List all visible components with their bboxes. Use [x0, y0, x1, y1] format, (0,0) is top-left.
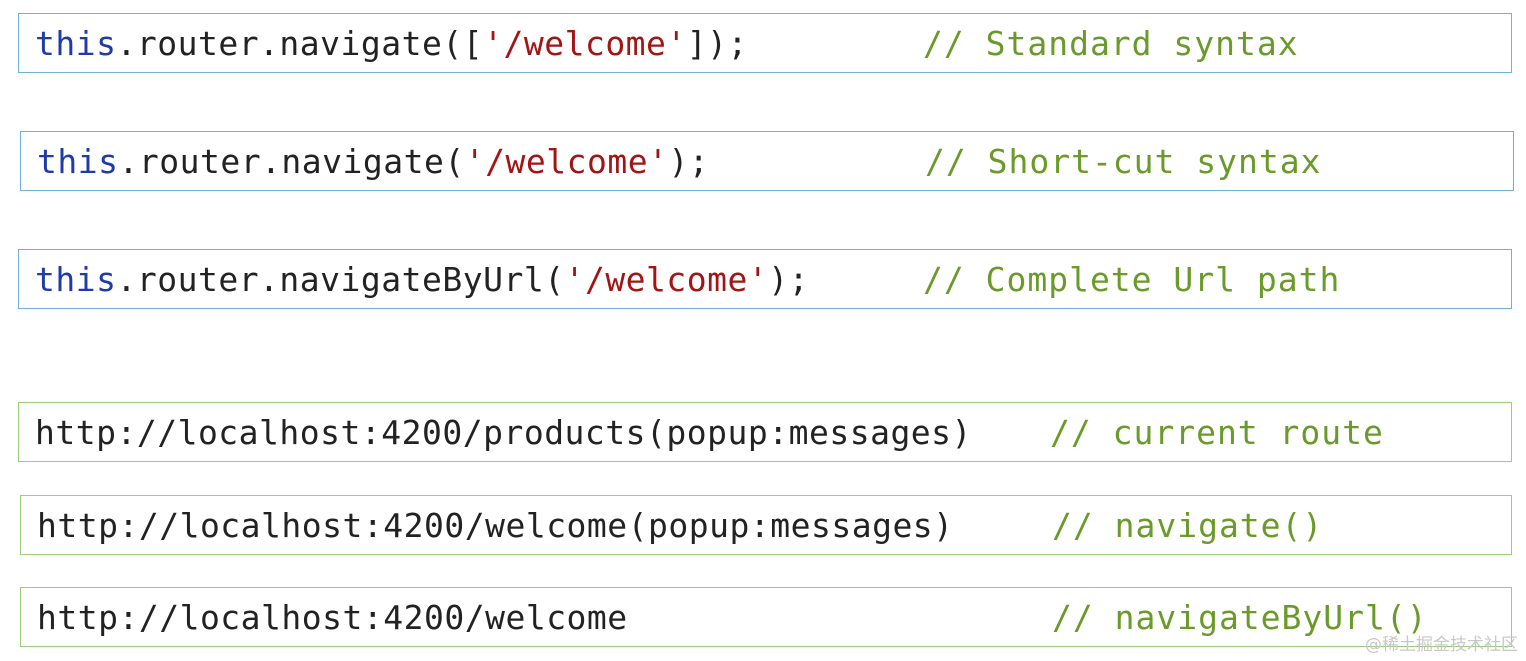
- url-text: http://localhost:4200/products(popup:mes…: [35, 412, 972, 452]
- keyword-this: this: [37, 141, 119, 181]
- keyword-this: this: [35, 259, 117, 299]
- route-string: '/welcome': [564, 259, 769, 299]
- url-comment: // navigate(): [1052, 505, 1324, 545]
- keyword-this: this: [35, 23, 117, 63]
- code-line: this.router.navigateByUrl('/welcome');: [35, 250, 809, 308]
- method-call: .router.navigate([: [116, 23, 484, 63]
- watermark: @稀土掘金技术社区: [1365, 635, 1518, 655]
- method-call: .router.navigateByUrl(: [116, 259, 565, 299]
- url-example-navigate: http://localhost:4200/welcome(popup:mess…: [20, 495, 1512, 555]
- code-comment: // Short-cut syntax: [925, 141, 1322, 181]
- code-comment: // Standard syntax: [923, 23, 1299, 63]
- url-text: http://localhost:4200/welcome: [37, 597, 628, 637]
- url-example-current-route: http://localhost:4200/products(popup:mes…: [18, 402, 1512, 462]
- code-line: this.router.navigate(['/welcome']);: [35, 14, 748, 72]
- code-line: this.router.navigate('/welcome');: [37, 132, 709, 190]
- code-comment: // Complete Url path: [923, 259, 1341, 299]
- method-call: .router.navigate(: [118, 141, 465, 181]
- url-comment: // navigateByUrl(): [1052, 597, 1428, 637]
- code-example-short-cut-syntax: this.router.navigate('/welcome'); // Sho…: [20, 131, 1514, 191]
- call-close: );: [768, 259, 810, 299]
- code-example-standard-syntax: this.router.navigate(['/welcome']); // S…: [18, 13, 1512, 73]
- route-string: '/welcome': [464, 141, 669, 181]
- route-string: '/welcome': [483, 23, 687, 63]
- code-example-complete-url-path: this.router.navigateByUrl('/welcome'); /…: [18, 249, 1512, 309]
- url-example-navigate-by-url: http://localhost:4200/welcome // navigat…: [20, 587, 1512, 647]
- call-close: );: [668, 141, 710, 181]
- call-close: ]);: [686, 23, 748, 63]
- url-comment: // current route: [1050, 412, 1384, 452]
- url-text: http://localhost:4200/welcome(popup:mess…: [37, 505, 954, 545]
